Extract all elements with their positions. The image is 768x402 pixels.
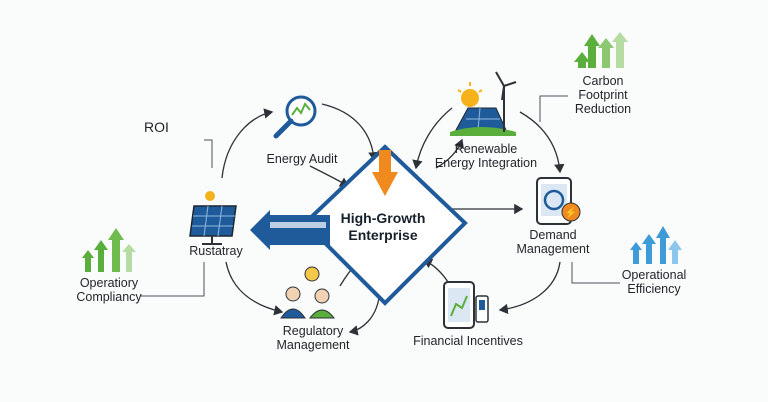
- orange-down-arrow: [372, 150, 398, 196]
- leader-roi: [204, 139, 213, 168]
- center-line-2: Enterprise: [348, 227, 418, 243]
- callout-carbon-line-1: Carbon: [582, 74, 624, 88]
- blue-growth-bars: [630, 226, 682, 264]
- arrow-audit-to-center: [309, 165, 350, 187]
- node-energy-audit: Energy Audit: [266, 152, 338, 166]
- callout-carbon-line-3: Reduction: [574, 102, 632, 116]
- leader-operational: [571, 262, 620, 284]
- arrow-financial-to-center: [422, 258, 449, 283]
- arrow-rustatray-to-audit: [221, 108, 274, 179]
- callout-compliancy-line-2: Compliancy: [76, 290, 142, 304]
- callout-operational-line-1: Operational: [621, 268, 687, 282]
- callout-carbon: Carbon Footprint Reduction: [566, 74, 640, 116]
- arrow-renewable-to-center: [412, 107, 453, 170]
- arrow-center-to-renewable: [435, 138, 464, 169]
- node-demand: Demand Management: [508, 228, 598, 256]
- green-growth-bars-top: [574, 32, 628, 68]
- tablet-energy-icon: ⚡: [536, 177, 581, 225]
- node-rustatray: Rustatray: [189, 244, 243, 258]
- node-renewable-line-2: Energy Integration: [434, 156, 538, 170]
- callout-compliancy-line-1: Operatiory: [79, 276, 139, 290]
- svg-text:⚡: ⚡: [565, 206, 577, 219]
- node-renewable-line-1: Renewable: [454, 142, 518, 156]
- node-regulatory-line-2: Management: [276, 338, 350, 352]
- callout-carbon-line-2: Footprint: [578, 88, 628, 102]
- solar-wind-icon: [450, 71, 517, 136]
- callout-compliancy: Operatiory Compliancy: [68, 276, 150, 304]
- callout-operational: Operational Efficiency: [614, 268, 694, 296]
- node-renewable: Renewable Energy Integration: [428, 142, 544, 170]
- green-growth-bars-left: [82, 228, 136, 272]
- arrow-renewable-to-demand: [519, 111, 565, 174]
- callout-operational-line-2: Efficiency: [627, 282, 681, 296]
- node-regulatory: Regulatory Management: [262, 324, 364, 352]
- leader-carbon: [539, 95, 568, 122]
- arrow-demand-to-financial: [498, 261, 561, 315]
- phone-finance-icon: [443, 281, 489, 329]
- magnifier-chart-icon: [273, 95, 317, 139]
- center-label: High-Growth Enterprise: [318, 210, 448, 244]
- callout-roi: ROI: [144, 119, 169, 135]
- center-diamond: [302, 144, 468, 306]
- big-left-arrow: [250, 210, 330, 250]
- node-demand-line-2: Management: [516, 242, 590, 256]
- node-financial: Financial Incentives: [413, 334, 523, 348]
- leader-lines: [140, 95, 620, 297]
- node-regulatory-line-1: Regulatory: [282, 324, 344, 338]
- arrow-rustatray-to-regulatory: [225, 261, 284, 316]
- people-idea-icon: [280, 266, 336, 319]
- center-line-1: High-Growth: [340, 210, 426, 226]
- leader-compliancy: [140, 262, 205, 297]
- solar-panel-icon: [189, 191, 237, 245]
- arrow-audit-loop: [321, 103, 379, 162]
- node-demand-line-1: Demand: [529, 228, 577, 242]
